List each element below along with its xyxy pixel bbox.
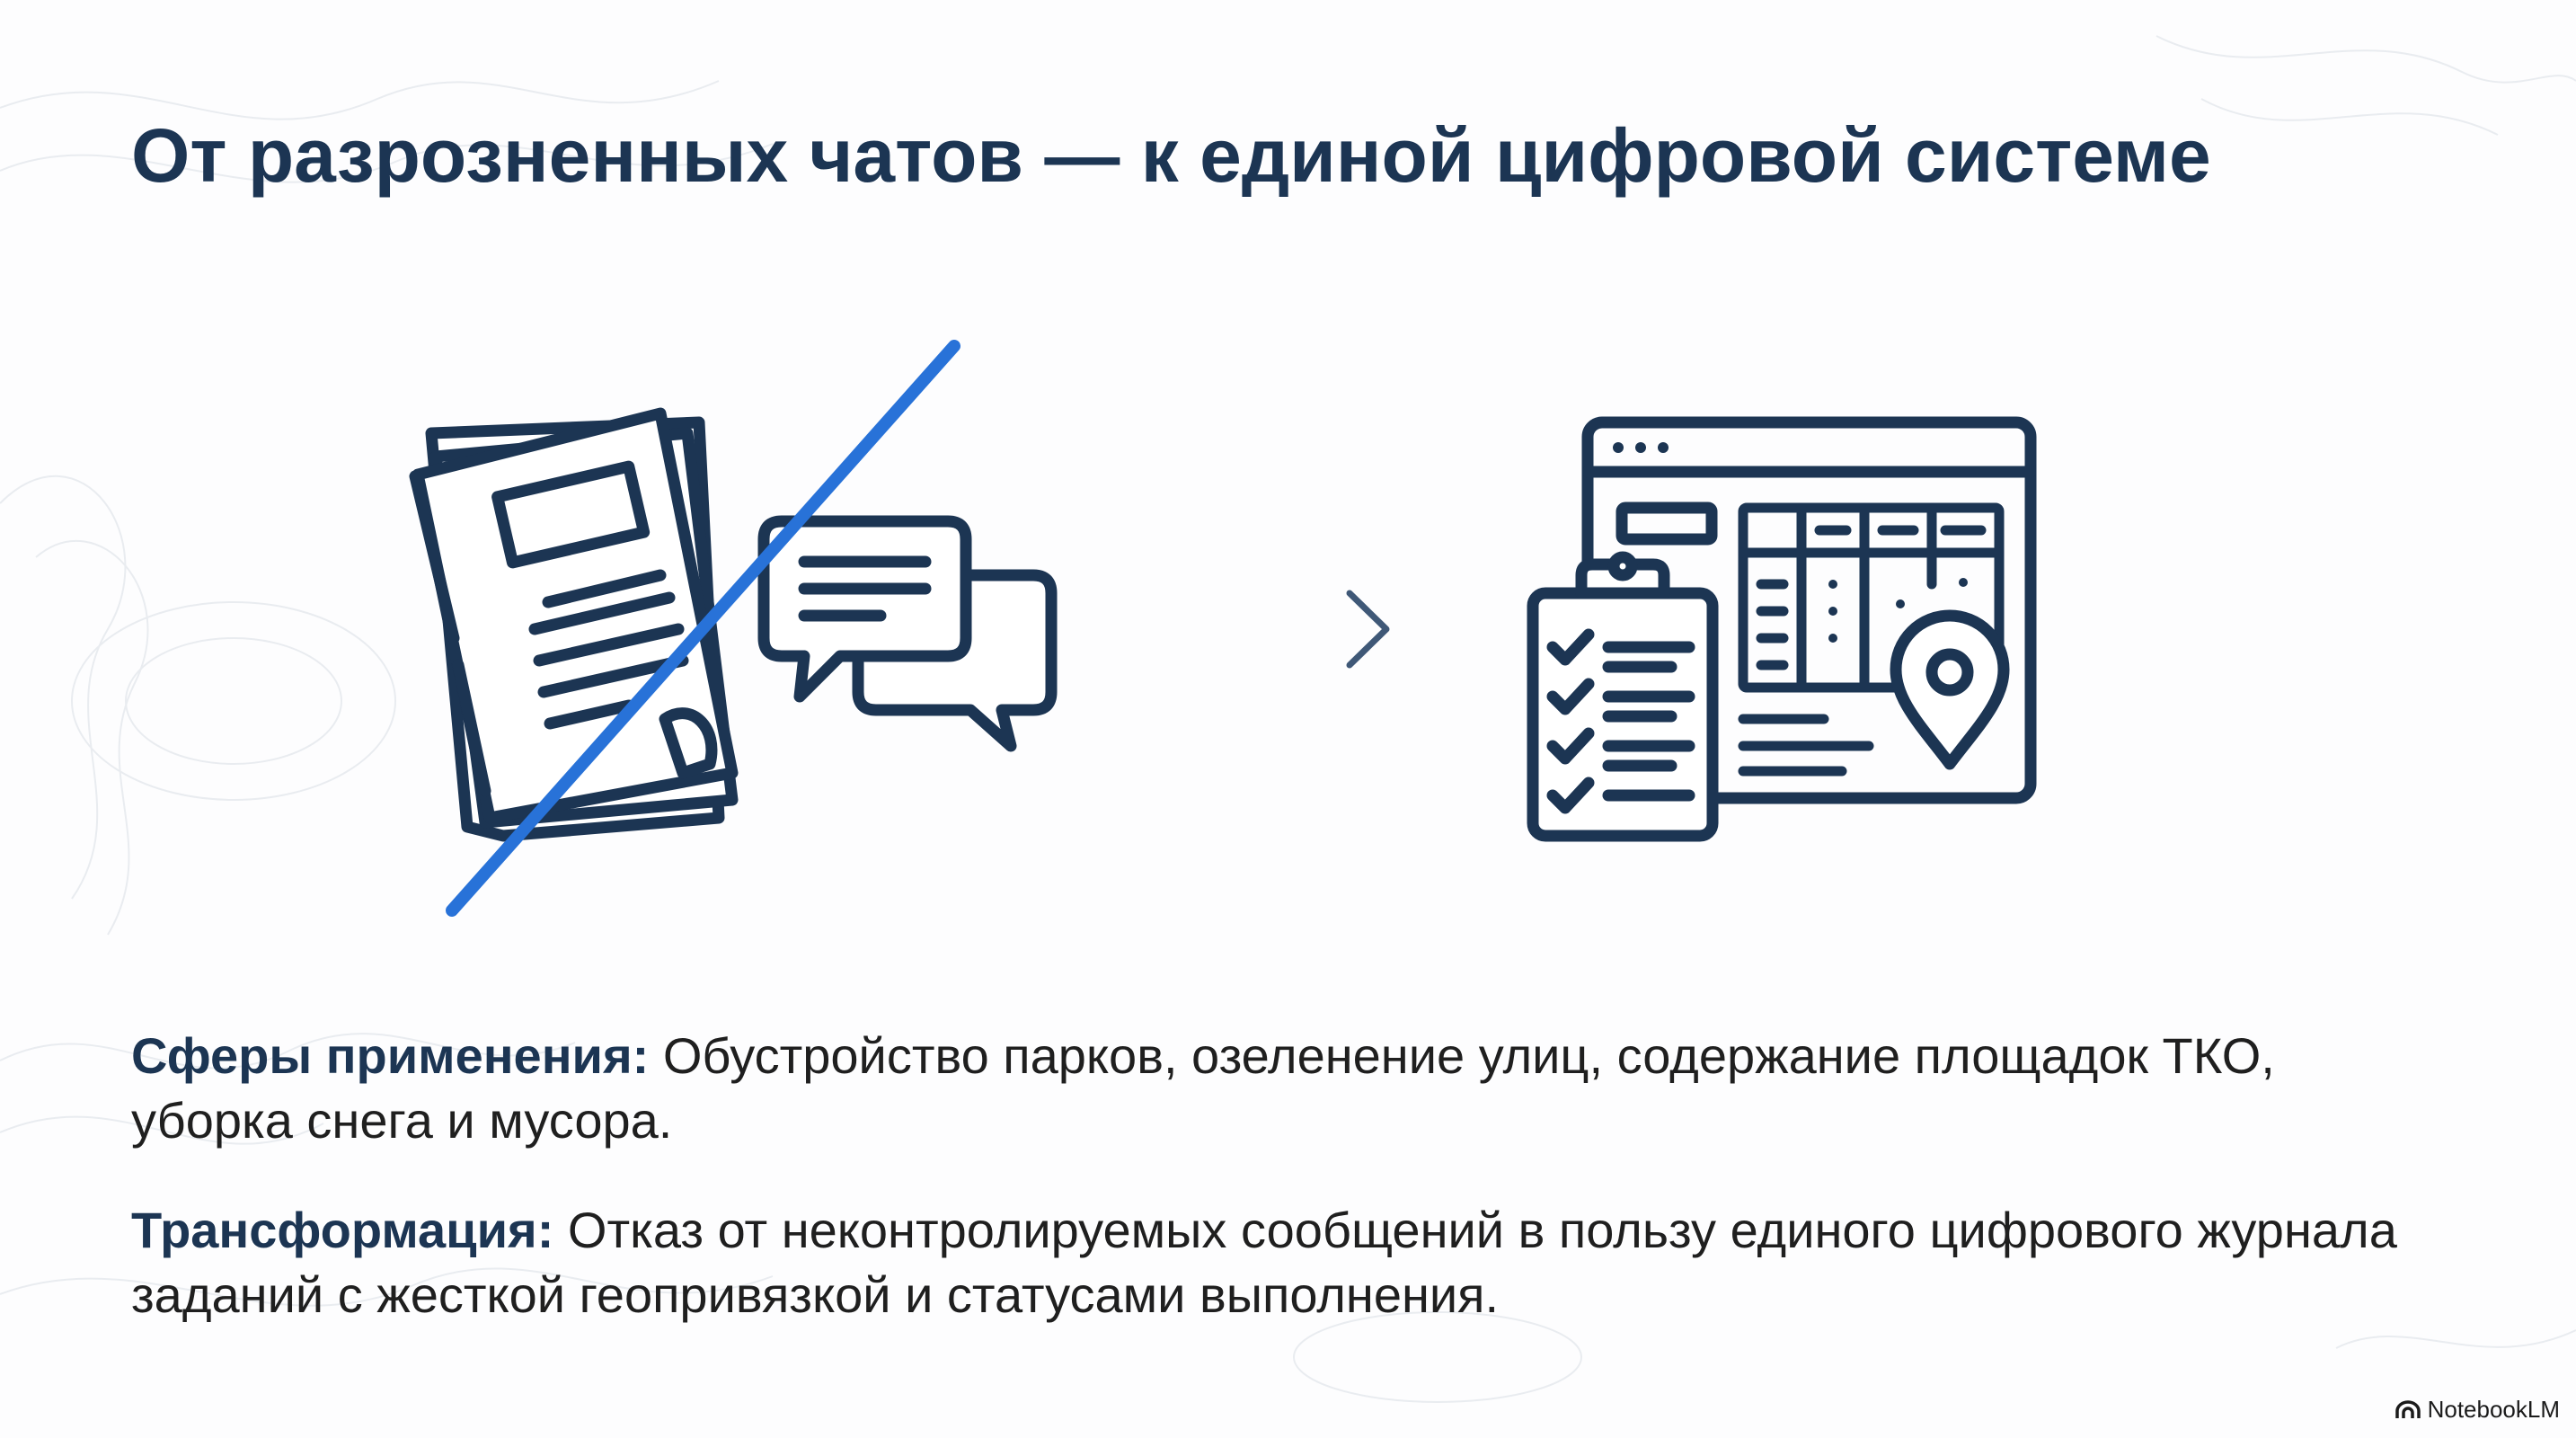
- data-table-icon: [1738, 502, 2005, 777]
- notebooklm-brand: NotebookLM: [2395, 1396, 2560, 1424]
- clipboard-checklist-icon: [1527, 551, 1719, 842]
- notebooklm-logo-icon: [2395, 1399, 2421, 1418]
- strike-through-line: [446, 340, 960, 917]
- paragraph-transformation: Трансформация: Отказ от неконтролируемых…: [131, 1198, 2431, 1327]
- paragraph-text: Отказ от неконтролируемых сообщений в по…: [131, 1202, 2397, 1323]
- chat-bubbles-icon: [757, 515, 1058, 752]
- paragraph-application-areas: Сферы применения: Обустройство парков, о…: [131, 1024, 2431, 1153]
- paragraph-label: Трансформация:: [131, 1202, 554, 1258]
- stacked-documents-icon: [409, 407, 739, 842]
- paragraph-label: Сферы применения:: [131, 1027, 650, 1084]
- arrow-right-icon: [1217, 590, 1390, 669]
- slide-title: От разрозненных чатов — к единой цифрово…: [131, 113, 2211, 198]
- paragraph-text: Обустройство парков, озеленение улиц, со…: [131, 1027, 2275, 1149]
- map-pin-icon: [1890, 609, 2010, 770]
- brand-name: NotebookLM: [2427, 1396, 2560, 1423]
